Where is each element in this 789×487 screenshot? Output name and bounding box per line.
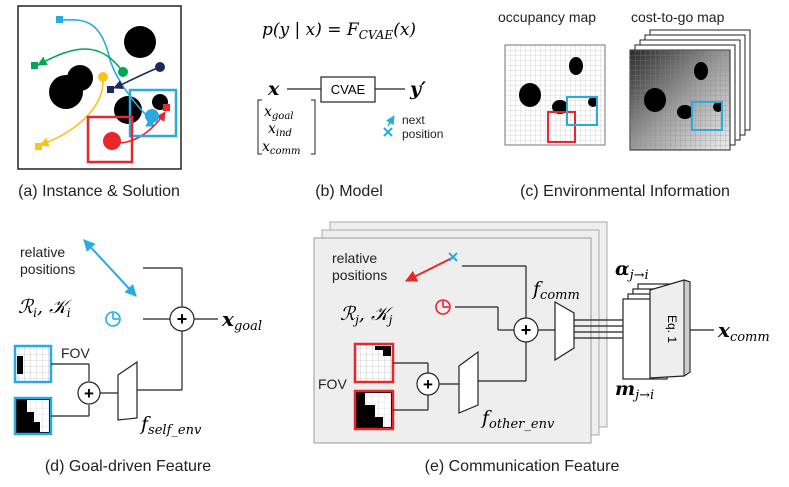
relative-positions-arrow bbox=[83, 239, 137, 297]
f-comm-encoder bbox=[554, 300, 575, 362]
goal-blue bbox=[56, 16, 63, 23]
f-other-env-label: fother_env bbox=[480, 407, 555, 432]
alpha-label: αj→i bbox=[615, 258, 649, 283]
fov-red bbox=[86, 115, 134, 164]
vector-ind: xind bbox=[268, 121, 292, 139]
occupancy-label: occupancy map bbox=[498, 9, 596, 25]
svg-text:+: + bbox=[177, 309, 188, 329]
agent-red bbox=[103, 132, 121, 150]
comm-relative-arrow bbox=[404, 257, 453, 282]
comm-relative-positions-1: relative bbox=[332, 250, 377, 266]
costtogo-stack bbox=[629, 29, 751, 151]
relative-positions-label-1: relative bbox=[20, 244, 65, 260]
fov-occupancy bbox=[13, 344, 53, 384]
comm-fov-label: FOV bbox=[318, 376, 347, 392]
clock-icon bbox=[105, 311, 121, 327]
m-label: mj→i bbox=[615, 378, 654, 403]
occupancy-map bbox=[504, 44, 606, 146]
comm-agent-x-icon bbox=[448, 252, 458, 262]
eq1-block-stack bbox=[622, 279, 691, 380]
agent-blue bbox=[145, 109, 159, 123]
rj-kj-label: ℛj, 𝒦j bbox=[340, 303, 395, 327]
vector-bracket bbox=[257, 99, 316, 155]
panel-goal-feature: relative positions ℛi, 𝒦i + xgoal bbox=[13, 239, 262, 438]
caption-a: (a) Instance & Solution bbox=[18, 183, 180, 200]
path-green bbox=[37, 48, 124, 73]
caption-b: (b) Model bbox=[315, 183, 383, 200]
svg-text:+: + bbox=[423, 375, 433, 394]
fov-costtogo bbox=[13, 396, 53, 436]
caption-e: (e) Communication Feature bbox=[425, 458, 620, 475]
relative-positions-label-2: positions bbox=[20, 261, 75, 277]
agent-navy bbox=[155, 62, 165, 72]
comm-fov-occupancy bbox=[353, 342, 395, 384]
f-self-env-label: fself_env bbox=[139, 413, 202, 438]
obstacle bbox=[114, 96, 142, 124]
fov-label: FOV bbox=[61, 345, 90, 361]
comm-relative-positions-2: positions bbox=[332, 267, 387, 283]
svg-text:+: + bbox=[84, 384, 94, 403]
comm-clock-icon bbox=[435, 299, 451, 315]
vector-comm: xcomm bbox=[262, 139, 301, 157]
model-input: x bbox=[267, 78, 280, 100]
next-position-label-2: position bbox=[402, 127, 443, 141]
cvae-label: CVAE bbox=[331, 82, 366, 97]
svg-text:+: + bbox=[521, 320, 532, 340]
panel-env: occupancy map cost-to-go map bbox=[498, 9, 751, 151]
f-self-env-encoder bbox=[117, 360, 138, 421]
model-equation: p(y | x) = FCVAE(x) bbox=[262, 20, 416, 42]
goal-red bbox=[163, 104, 170, 111]
ri-ki-label: ℛi, 𝒦i bbox=[18, 296, 73, 320]
agent-green bbox=[118, 67, 128, 77]
path-navy bbox=[113, 66, 161, 90]
obstacle bbox=[124, 26, 156, 58]
costtogo-label: cost-to-go map bbox=[631, 9, 725, 25]
x-goal-output: xgoal bbox=[221, 307, 262, 334]
goal-green bbox=[31, 62, 38, 69]
comm-fov-costtogo bbox=[353, 389, 395, 431]
goal-yellow bbox=[35, 143, 42, 150]
f-comm-label: fcomm bbox=[531, 278, 580, 303]
cvae-box bbox=[320, 76, 376, 103]
next-position-label-1: next bbox=[402, 113, 425, 127]
path-yellow bbox=[39, 77, 104, 147]
fov-blue bbox=[128, 88, 178, 138]
goal-navy bbox=[107, 86, 114, 93]
vector-goal: xgoal bbox=[264, 104, 294, 122]
x-comm-output: xcomm bbox=[717, 318, 770, 345]
obstacle bbox=[67, 65, 93, 91]
panel-instance bbox=[17, 5, 182, 170]
panel-model: p(y | x) = FCVAE(x) x CVAE y′ xgoal xind… bbox=[257, 20, 443, 157]
caption-d: (d) Goal-driven Feature bbox=[45, 458, 211, 475]
panel-comm-feature: relative positions ℛj, 𝒦j + fcomm bbox=[313, 221, 770, 444]
path-blue bbox=[59, 19, 155, 127]
next-position-icon bbox=[383, 115, 395, 137]
agent-yellow bbox=[98, 72, 108, 82]
model-output: y′ bbox=[409, 78, 426, 100]
f-other-env-encoder bbox=[458, 350, 479, 414]
caption-c: (c) Environmental Information bbox=[520, 183, 730, 200]
eq1-label: Eq. 1 bbox=[665, 315, 679, 343]
